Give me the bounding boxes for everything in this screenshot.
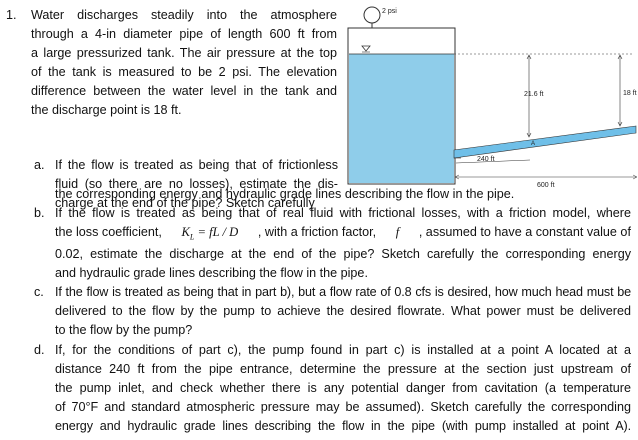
part-a-line: the corresponding energy and hydraulic g…: [55, 187, 515, 201]
part-d-line: of 70°F and standard atmospheric pressur…: [55, 400, 631, 414]
distance-a-label: 240 ft: [477, 156, 495, 163]
tank-water: [349, 54, 454, 183]
part-b-label: b.: [34, 206, 45, 220]
length-label: 600 ft: [537, 182, 555, 189]
height-tank-label: 21.6 ft: [524, 91, 544, 98]
part-d-line: If, for the conditions of part c), the p…: [55, 343, 631, 357]
part-a-label: a.: [34, 158, 45, 172]
intro-line: the discharge point is 18 ft.: [31, 103, 182, 118]
point-a-label: A: [531, 141, 535, 147]
intro-line: of the tank is measured to be 2 psi. The…: [31, 65, 337, 80]
part-a-line: charge at the end of the pipe? Sketch ca…: [55, 196, 315, 210]
friction-factor-symbol: f: [395, 225, 400, 239]
pressure-label: 2 psi: [382, 8, 397, 15]
part-d-line: energy and hydraulic grade lines describ…: [55, 419, 631, 433]
part-d-line: the pump inlet, and check whether there …: [55, 381, 631, 395]
water-surface-marker-icon: [361, 45, 371, 52]
loss-coefficient-formula: KL = fL / D: [181, 225, 239, 242]
part-b-formula-line: the loss coefficient, KL = fL / D , with…: [55, 223, 631, 247]
part-b-line: If the flow is treated as being that of …: [55, 206, 631, 220]
part-d-line: distance 240 ft from the pipe entrance, …: [55, 362, 631, 376]
intro-line: a large pressurized tank. The air pressu…: [31, 46, 337, 61]
intro-line: Water discharges steadily into the atmos…: [31, 8, 337, 22]
problem-number: 1.: [6, 8, 17, 22]
part-b-line: , assumed to have a constant value of: [418, 225, 631, 239]
part-c-line: to the flow by the pump?: [55, 323, 193, 337]
pipe: [453, 125, 637, 159]
pressure-gauge-icon: [363, 6, 381, 24]
part-b-line: and hydraulic grade lines describing the…: [55, 266, 368, 280]
height-total-label: 18 ft: [623, 90, 637, 97]
part-a-line: If the flow is treated as being that of …: [55, 158, 338, 172]
problem-intro: Water discharges steadily into the atmos…: [31, 6, 337, 121]
part-c-line: If the flow is treated as being that in …: [55, 285, 631, 299]
intro-line: through a 4-in diameter pipe of length 6…: [31, 27, 337, 42]
part-c-label: c.: [34, 285, 44, 299]
part-a-line: fluid (so there are no losses), estimate…: [55, 177, 338, 191]
part-d-label: d.: [34, 343, 45, 357]
part-c-line: delivered to the flow by the pump to ach…: [55, 304, 631, 318]
intro-line: difference between the water level in th…: [31, 84, 337, 99]
part-b-line: , with a friction factor,: [257, 225, 377, 239]
part-b-line: the loss coefficient,: [55, 225, 162, 239]
tank-pipe-figure: 2 psi 21.6 ft 18 ft 240 ft A 600 ft: [347, 6, 638, 189]
part-b-line: 0.02, estimate the discharge at the end …: [55, 247, 631, 261]
